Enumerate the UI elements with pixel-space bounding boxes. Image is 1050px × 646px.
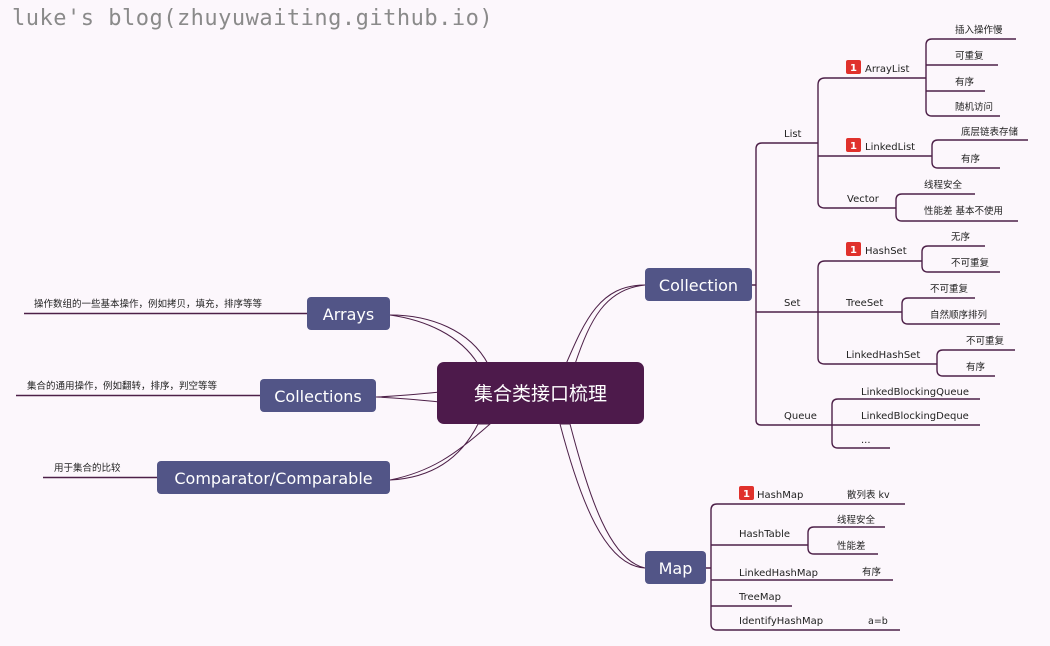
map-label: Map: [659, 559, 693, 578]
linkedhashset-label: LinkedHashSet: [846, 350, 920, 361]
node-identifyhashmap: IdentifyHashMap a=b: [739, 616, 888, 627]
branch-map: Map 1 HashMap 散列表 kv HashTable 线程安全 性能差 …: [645, 486, 905, 631]
treeset-child-1: 不可重复: [930, 283, 969, 295]
comparator-label: Comparator/Comparable: [174, 469, 372, 488]
set-label: Set: [784, 298, 801, 309]
vector-child-1: 线程安全: [924, 179, 963, 191]
node-arraylist: 1 ArrayList 插入操作慢 可重复 有序 随机访问: [846, 24, 1016, 117]
node-treeset: TreeSet 不可重复 自然顺序排列: [845, 283, 1000, 325]
comparator-note: 用于集合的比较: [54, 462, 121, 474]
root-connectors: [375, 284, 646, 569]
arraylist-child-1: 插入操作慢: [955, 24, 1003, 36]
arraylist-child-4: 随机访问: [955, 101, 993, 113]
linkedhashmap-child-1: 有序: [862, 566, 882, 578]
collections-label: Collections: [274, 387, 361, 406]
node-linkedhashmap: LinkedHashMap 有序: [739, 566, 882, 579]
hashset-child-1: 无序: [951, 231, 971, 243]
blog-watermark: luke's blog(zhuyuwaiting.github.io): [12, 6, 494, 31]
identifyhashmap-child-1: a=b: [868, 616, 888, 627]
hashtable-child-2: 性能差: [837, 540, 866, 552]
node-queue: LinkedBlockingQueue LinkedBlockingDeque …: [820, 387, 980, 449]
node-hashtable: HashTable 线程安全 性能差: [739, 514, 885, 555]
connector-comparator: [389, 423, 492, 481]
linkedhashset-child-1: 不可重复: [966, 335, 1005, 347]
hashmap-child-1: 散列表 kv: [847, 489, 890, 501]
hashset-child-2: 不可重复: [951, 257, 990, 269]
connector-arrays: [389, 314, 489, 365]
priority-1-icon: 1: [850, 63, 857, 74]
linkedhashset-child-2: 有序: [966, 361, 986, 373]
treeset-label: TreeSet: [845, 298, 883, 309]
hashtable-child-1: 线程安全: [837, 514, 876, 526]
branch-comparator: Comparator/Comparable 用于集合的比较: [43, 461, 390, 494]
linkedhashmap-label: LinkedHashMap: [739, 568, 818, 579]
vector-child-2: 性能差 基本不使用: [924, 205, 1003, 217]
hashmap-label: HashMap: [757, 490, 803, 501]
list-label: List: [784, 129, 802, 140]
branch-arrays: Arrays 操作数组的一些基本操作，例如拷贝，填充，排序等等: [24, 297, 390, 330]
root-label: 集合类接口梳理: [474, 383, 607, 405]
linkedlist-label: LinkedList: [865, 142, 915, 153]
arrays-label: Arrays: [323, 305, 374, 324]
queue-child-2: LinkedBlockingDeque: [861, 411, 969, 422]
node-hashmap: 1 HashMap 散列表 kv: [739, 486, 890, 501]
queue-child-3: ...: [861, 435, 871, 446]
node-linkedlist: 1 LinkedList 底层链表存储 有序: [846, 126, 1028, 169]
treemap-label: TreeMap: [738, 592, 781, 603]
queue-child-1: LinkedBlockingQueue: [861, 387, 969, 398]
node-treemap: TreeMap: [738, 592, 781, 603]
vector-label: Vector: [847, 194, 880, 205]
collection-label: Collection: [659, 276, 738, 295]
arrays-note: 操作数组的一些基本操作，例如拷贝，填充，排序等等: [34, 298, 263, 310]
arraylist-child-2: 可重复: [955, 50, 984, 62]
priority-1-icon: 1: [743, 489, 750, 500]
priority-1-icon: 1: [850, 245, 857, 256]
node-linkedhashset: LinkedHashSet 不可重复 有序: [846, 335, 1015, 377]
identifyhashmap-label: IdentifyHashMap: [739, 616, 823, 627]
connector-map: [559, 423, 646, 569]
collections-note: 集合的通用操作，例如翻转，排序，判空等等: [27, 380, 218, 392]
linkedlist-child-1: 底层链表存储: [961, 126, 1019, 138]
node-vector: Vector 线程安全 性能差 基本不使用: [847, 179, 1018, 222]
hashset-label: HashSet: [865, 246, 907, 257]
queue-label: Queue: [784, 411, 817, 422]
branch-collection: Collection List Set Queue 1 ArrayList 插入…: [645, 24, 1028, 449]
hashtable-label: HashTable: [739, 529, 790, 540]
arraylist-label: ArrayList: [865, 64, 909, 75]
connector-collection: [565, 284, 646, 365]
linkedlist-child-2: 有序: [961, 153, 981, 165]
node-hashset: 1 HashSet 无序 不可重复: [846, 231, 1000, 273]
connector-collections: [375, 391, 441, 403]
branch-collections: Collections 集合的通用操作，例如翻转，排序，判空等等: [16, 379, 376, 412]
arraylist-child-3: 有序: [955, 76, 975, 88]
root-node: 集合类接口梳理: [437, 362, 644, 424]
priority-1-icon: 1: [850, 141, 857, 152]
treeset-child-2: 自然顺序排列: [930, 309, 987, 321]
